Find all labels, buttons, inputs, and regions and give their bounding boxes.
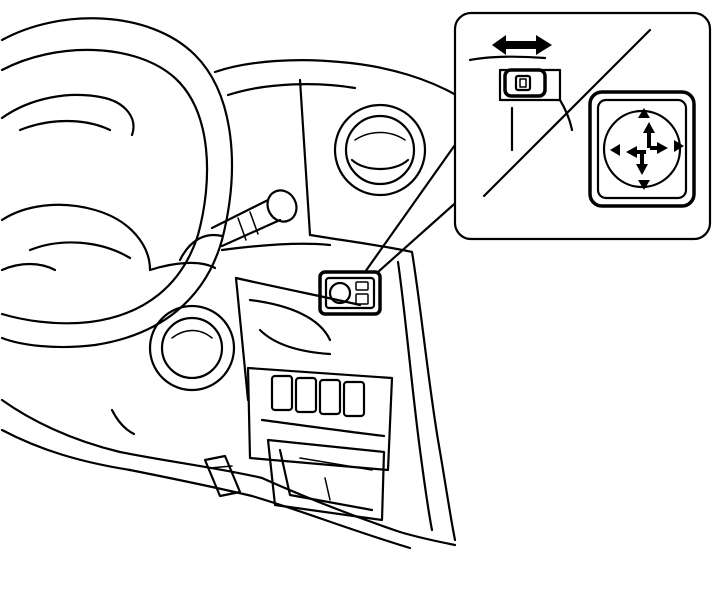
switch-panel (246, 366, 394, 472)
lower-tray (266, 438, 386, 522)
hood-release-lever (203, 454, 242, 498)
switch-4 (342, 380, 366, 418)
four-way-arrow-icon (610, 108, 684, 190)
turn-signal-stalk (210, 189, 298, 248)
switch-3 (318, 378, 342, 416)
steering-wheel (0, 17, 233, 349)
direction-pad (588, 90, 696, 208)
air-vent-right (333, 103, 427, 197)
mirror-control-switch (318, 270, 382, 316)
detail-callout (453, 11, 712, 241)
dashboard (0, 59, 460, 550)
switch-2 (294, 376, 318, 414)
leader-line-1 (363, 133, 464, 274)
switch-1 (270, 374, 294, 412)
lr-selector (468, 35, 574, 152)
air-vent-left (148, 304, 236, 392)
double-headed-horizontal-arrow-icon (492, 35, 552, 55)
